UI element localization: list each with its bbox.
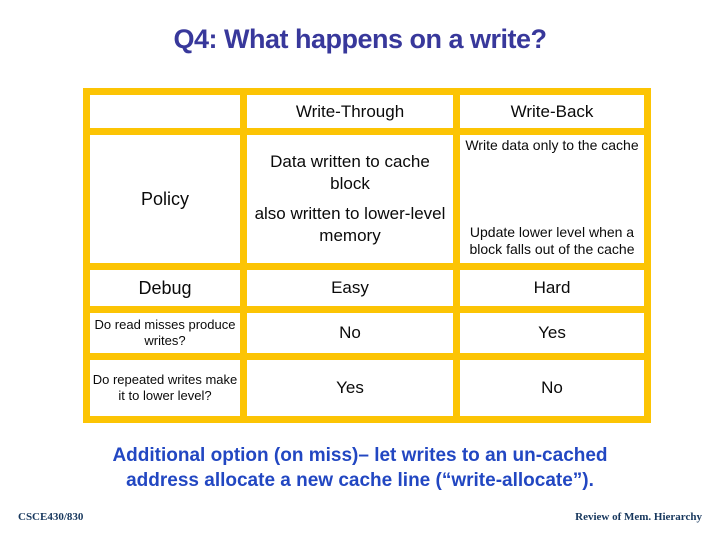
policy-label: Policy — [90, 135, 240, 263]
read-misses-label: Do read misses produce writes? — [90, 313, 240, 353]
slide-footer: CSCE430/830 Review of Mem. Hierarchy — [18, 511, 702, 523]
table-row-policy: Policy Data written to cache block also … — [90, 135, 644, 263]
page-title: Q4: What happens on a write? — [173, 24, 547, 54]
table-row-read-misses: Do read misses produce writes? No Yes — [90, 313, 644, 353]
table-header-row: Write-Through Write-Back — [90, 95, 644, 128]
repeated-writes-write-back-value: No — [460, 360, 644, 416]
read-misses-write-through-value: No — [247, 313, 453, 353]
policy-wt-paragraph-1: Data written to cache block — [270, 152, 430, 194]
debug-label: Debug — [90, 270, 240, 306]
repeated-writes-write-through-value: Yes — [247, 360, 453, 416]
note-line-2: address allocate a new cache line (“writ… — [126, 469, 594, 491]
header-write-back: Write-Back — [460, 95, 644, 128]
read-misses-write-back-value: Yes — [460, 313, 644, 353]
policy-write-back-cell: Write data only to the cache Update lowe… — [460, 135, 644, 263]
debug-write-through-value: Easy — [247, 270, 453, 306]
footer-topic: Review of Mem. Hierarchy — [575, 511, 702, 523]
header-write-through: Write-Through — [247, 95, 453, 128]
policy-wb-paragraph-2: Update lower level when a block falls ou… — [469, 224, 635, 258]
debug-write-back-value: Hard — [460, 270, 644, 306]
note-line-1: Additional option (on miss)– let writes … — [112, 445, 608, 466]
header-blank-cell — [90, 95, 240, 128]
footer-course-code: CSCE430/830 — [18, 511, 84, 523]
policy-write-through-cell: Data written to cache block also written… — [247, 135, 453, 263]
repeated-writes-label: Do repeated writes make it to lower leve… — [90, 360, 240, 416]
policy-wb-paragraph-1: Write data only to the cache — [465, 137, 639, 153]
table-row-repeated-writes: Do repeated writes make it to lower leve… — [90, 360, 644, 416]
policy-wt-paragraph-2: also written to lower-level memory — [254, 203, 446, 245]
additional-option-note: Additional option (on miss)– let writes … — [0, 444, 720, 493]
write-policy-table: Write-Through Write-Back Policy Data wri… — [83, 88, 651, 423]
table-row-debug: Debug Easy Hard — [90, 270, 644, 306]
